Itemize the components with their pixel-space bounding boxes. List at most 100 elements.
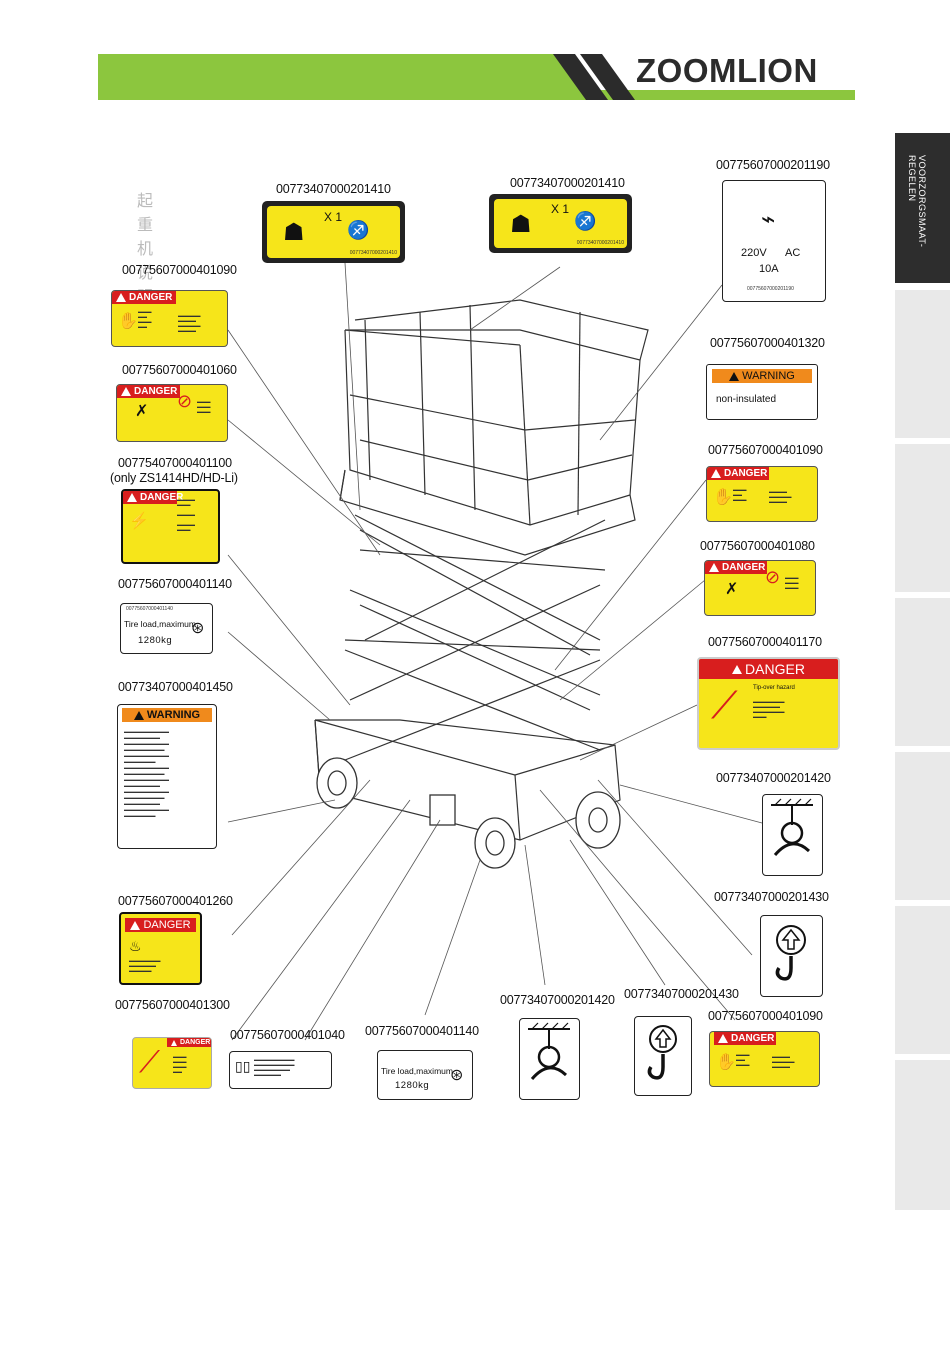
crush-hazard-icon: ✗ <box>725 581 739 598</box>
amp-text: 10A <box>759 263 779 275</box>
danger-banner: DANGER <box>140 492 184 503</box>
danger-banner: DANGER <box>745 661 805 677</box>
side-tab-7[interactable] <box>895 1060 950 1210</box>
label-danger-crush-2: DANGER ✗ ⊘ ▬▬▬▬▬▬▬▬▬ <box>116 384 228 442</box>
label-danger-crush-1: DANGER ✋ ▬▬▬▬▬▬▬▬▬▬ ▬▬▬▬▬▬▬▬▬▬▬▬▬▬▬▬▬▬ <box>111 290 228 347</box>
tip-over-icon: ⟋ <box>711 685 738 727</box>
manual-book-icon: ▯▯ <box>235 1058 251 1074</box>
label-code-2: 00773407000201410 <box>510 176 625 190</box>
label-code-10: 00775607000401090 <box>708 443 823 457</box>
label-tie-down-2 <box>519 1018 580 1100</box>
tire-load-value: 1280kg <box>395 1080 430 1091</box>
tie-down-icon <box>771 798 813 856</box>
label-power-socket: ⌁ 220V AC 10A 00775607000201190 <box>722 180 826 302</box>
label-small-code: 00775607000401140 <box>126 606 173 612</box>
tire-load-text: Tire load,maximum <box>124 619 196 629</box>
danger-banner: DANGER <box>724 468 768 479</box>
voltage-text: 220V <box>741 247 767 259</box>
warning-text-lines: ▬▬▬▬▬▬▬▬▬▬▬▬▬▬▬▬▬▬▬▬▬▬▬▬▬▬▬▬▬▬▬▬▬▬▬▬▬▬▬▬… <box>124 729 169 818</box>
label-code-9: 00775607000401320 <box>710 336 825 350</box>
label-danger-tip-over: DANGER ⟋ Tip-over hazard ▬▬▬▬▬▬▬▬▬▬▬▬▬▬▬… <box>697 657 840 750</box>
side-tab-active[interactable]: VOORZORGSMAAT-REGELEN <box>895 133 950 283</box>
label-text: X 1 <box>551 202 570 216</box>
crush-hazard-icon: ✗ <box>135 403 149 420</box>
label-danger-flammable: DANGER ♨ ▬▬▬▬▬▬▬▬▬▬▬▬▬▬▬▬▬▬ <box>119 912 202 985</box>
side-tab-4[interactable] <box>895 598 950 746</box>
label-code-3: 00775607000201190 <box>716 158 830 172</box>
warning-circle-icon: ⊘ <box>177 391 193 411</box>
label-read-manual: ▯▯ ▬▬▬▬▬▬▬▬▬▬▬▬▬▬▬▬▬▬▬▬▬▬▬▬▬▬▬▬▬▬▬▬ <box>229 1051 332 1089</box>
warning-circle-icon: ⊘ <box>765 567 781 587</box>
label-code-8: 00773407000401450 <box>118 680 233 694</box>
label-code-4: 00775607000401090 <box>122 263 237 277</box>
label-warning-non-insulated: WARNING non-insulated <box>706 364 818 420</box>
label-code-5: 00775607000401060 <box>122 363 237 377</box>
tire-load-value: 1280kg <box>138 635 173 646</box>
label-code-17: 00775607000401040 <box>230 1028 345 1042</box>
label-danger-crush-5: DANGER ✋ ▬▬▬▬▬▬▬▬ ▬▬▬▬▬▬▬▬▬▬▬▬▬ <box>709 1031 820 1087</box>
flame-icon: ♨ <box>129 938 142 954</box>
side-tab-6[interactable] <box>895 906 950 1054</box>
person-icon: ☗ <box>283 219 305 246</box>
danger-banner: DANGER <box>143 919 191 931</box>
tip-over-subtitle: Tip-over hazard <box>753 685 795 691</box>
manual-text-lines: ▬▬▬▬▬▬▬▬▬▬▬▬▬▬▬▬▬▬▬▬▬▬▬▬▬▬▬▬▬▬▬▬ <box>254 1057 295 1077</box>
warning-banner: WARNING <box>742 370 795 382</box>
danger-banner: DANGER <box>134 386 178 397</box>
warning-banner: WARNING <box>146 709 201 721</box>
label-code-16: 00775607000401300 <box>115 998 230 1012</box>
side-tab-3[interactable] <box>895 444 950 592</box>
hand-crush-icon: ✋ <box>716 1054 736 1071</box>
label-tire-load-1: 00775607000401140 Tire load,maximum 1280… <box>120 603 213 654</box>
danger-banner: DANGER <box>180 1039 211 1046</box>
label-danger-crush-4: DANGER ✗ ⊘ ▬▬▬▬▬▬▬▬▬ <box>704 560 816 616</box>
lift-hook-icon <box>647 1025 677 1080</box>
label-code-12: 00775607000401170 <box>708 635 822 649</box>
label-code-7: 00775607000401140 <box>118 577 232 591</box>
label-small-code: 00773407000201410 <box>576 240 624 246</box>
label-danger-crush-3: DANGER ✋ ▬▬▬▬▬▬▬▬ ▬▬▬▬▬▬▬▬▬▬▬▬▬ <box>706 466 818 522</box>
label-code-1: 00773407000201410 <box>276 182 391 196</box>
label-code-18: 00775607000401140 <box>365 1024 479 1038</box>
label-lifting-point-2 <box>634 1016 692 1096</box>
label-code-14: 00773407000201430 <box>714 890 829 904</box>
hook-icon: ♐ <box>347 220 370 240</box>
label-small-code: 00773407000201410 <box>349 250 397 256</box>
wheel-icon: ⊛ <box>191 620 205 637</box>
tip-over-icon: ⟋ <box>139 1046 160 1079</box>
danger-banner: DANGER <box>129 292 173 303</box>
tire-load-text: Tire load,maximum <box>381 1066 453 1076</box>
electrocution-icon: ⚡ <box>129 513 149 530</box>
ac-text: AC <box>785 247 801 259</box>
hand-crush-icon: ✋ <box>713 489 733 506</box>
label-code-6: 00775407000401100 <box>118 456 232 470</box>
danger-banner: DANGER <box>722 562 766 573</box>
label-warning-instructions: WARNING ▬▬▬▬▬▬▬▬▬▬▬▬▬▬▬▬▬▬▬▬▬▬▬▬▬▬▬▬▬▬▬▬… <box>117 704 217 849</box>
side-tab-5[interactable] <box>895 752 950 900</box>
hand-crush-icon: ✋ <box>118 313 138 330</box>
label-code-20: 00773407000201430 <box>624 987 739 1001</box>
label-lift-point-1: ☗ X 1 ♐ 00773407000201410 <box>262 201 405 263</box>
hook-icon: ♐ <box>574 211 597 231</box>
label-danger-electrocution: DANGER ⚡ ▬▬▬▬▬▬▬▬▬▬▬▬▬▬▬▬▬▬ <box>121 489 220 564</box>
lift-hook-icon <box>775 925 806 981</box>
label-danger-tip-over-small: DANGER ⟋ ▬▬▬▬▬▬▬▬▬▬▬ <box>132 1037 212 1089</box>
non-insulated-text: non-insulated <box>716 394 777 405</box>
wheel-icon: ⊛ <box>450 1067 464 1084</box>
label-note-6: (only ZS1414HD/HD-Li) <box>110 471 238 485</box>
side-tab-2[interactable] <box>895 290 950 438</box>
label-code-11: 00775607000401080 <box>700 539 815 553</box>
label-tire-load-2: Tire load,maximum 1280kg ⊛ <box>377 1050 473 1100</box>
label-lift-point-2: ☗ X 1 ♐ 00773407000201410 <box>489 194 632 253</box>
label-small-code: 00775607000201190 <box>747 286 794 292</box>
label-lifting-point-1 <box>760 915 823 997</box>
label-code-15: 00775607000401260 <box>118 894 233 908</box>
plug-icon: ⌁ <box>761 206 776 233</box>
label-code-13: 00773407000201420 <box>716 771 831 785</box>
label-code-19: 00773407000201420 <box>500 993 615 1007</box>
brand-logo: ZOOMLION <box>636 52 818 89</box>
label-tie-down-1 <box>762 794 823 876</box>
danger-banner: DANGER <box>731 1033 775 1044</box>
person-icon: ☗ <box>510 211 532 238</box>
